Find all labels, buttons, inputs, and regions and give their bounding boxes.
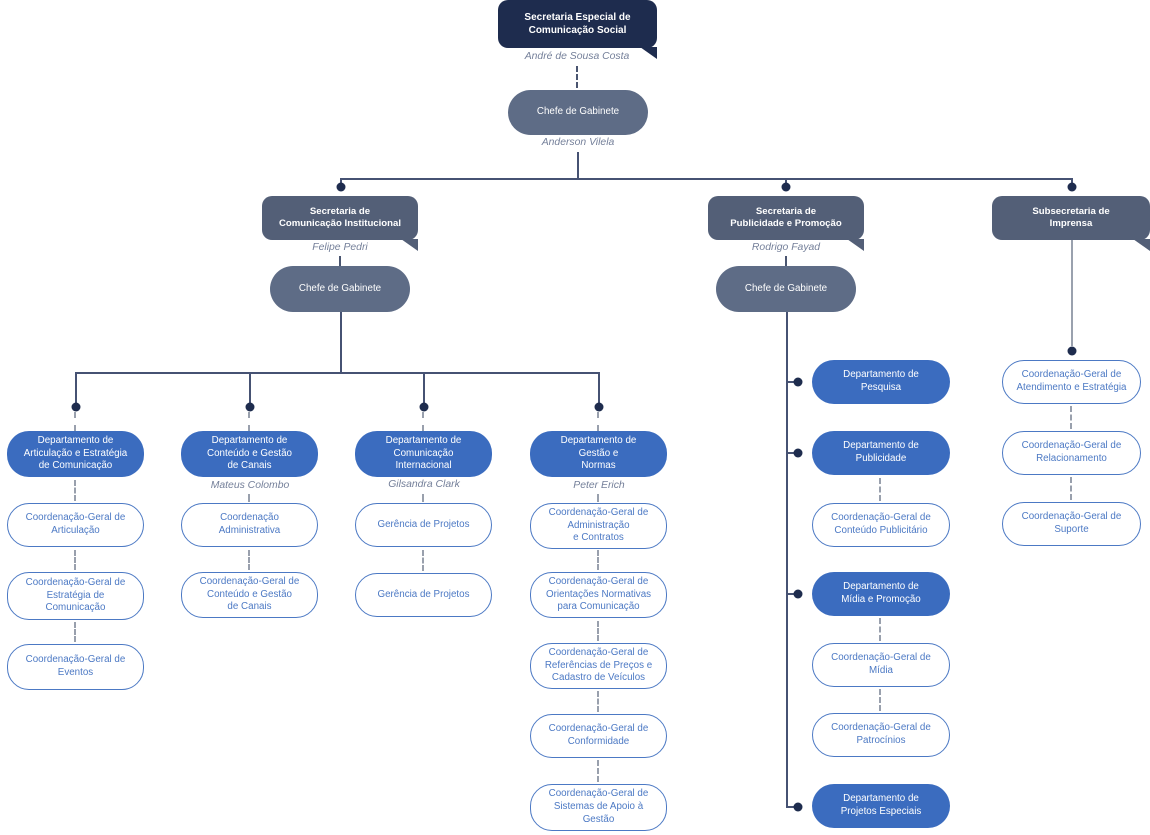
connector-dashed-line (422, 494, 424, 502)
node-dept-pesquisa: Departamento de Pesquisa (812, 360, 950, 404)
connector-dot (793, 802, 802, 812)
connector-dot (1067, 182, 1077, 192)
node-coord-geral-sistemas-apoio-gestao: Coordenação-Geral de Sistemas de Apoio à… (530, 784, 667, 831)
connector-dot (1067, 346, 1077, 355)
connector-dashed-line (879, 689, 881, 711)
node-dept-gestao-normas: Departamento de Gestão e Normas (530, 431, 667, 477)
connector-line (423, 372, 425, 403)
connector-dashed-line (74, 412, 76, 431)
person-dept-internacional: Gilsandra Clark (388, 479, 460, 490)
connector-dashed-line (879, 478, 881, 501)
connector-dot (419, 402, 428, 412)
connector-dot (245, 402, 254, 412)
connector-dashed-line (422, 550, 424, 571)
node-dept-midia-promocao: Departamento de Mídia e Promoção (812, 572, 950, 616)
node-coord-geral-estrategia-comunicacao: Coordenação-Geral de Estratégia de Comun… (7, 572, 144, 620)
connector-dot (336, 182, 345, 192)
node-coord-geral-administracao-contratos: Coordenação-Geral de Administração e Con… (530, 503, 667, 549)
node-chefe-gabinete-principal: Chefe de Gabinete (508, 90, 648, 135)
connector-dashed-line (597, 550, 599, 570)
person-sec-institucional: Felipe Pedri (312, 242, 368, 253)
connector-dashed-line (879, 618, 881, 641)
connector-dashed-line (785, 256, 787, 266)
connector-dashed-line (74, 480, 76, 501)
connector-line (1071, 178, 1073, 184)
connector-dashed-line (1070, 406, 1072, 429)
connector-line (75, 372, 77, 403)
connector-line (786, 381, 797, 383)
node-secretaria-publicidade-promocao: Secretaria de Publicidade e Promoção (708, 196, 864, 240)
connector-dot (793, 377, 802, 387)
connector-dashed-line (248, 494, 250, 502)
node-coord-geral-articulacao: Coordenação-Geral de Articulação (7, 503, 144, 547)
node-coord-geral-relacionamento: Coordenação-Geral de Relacionamento (1002, 431, 1141, 475)
node-coord-geral-conteudo-gestao-canais: Coordenação-Geral de Conteúdo e Gestão d… (181, 572, 318, 618)
node-secretaria-especial-comunicacao-social: Secretaria Especial de Comunicação Socia… (498, 0, 657, 48)
connector-dashed-line (74, 550, 76, 570)
person-root: André de Sousa Costa (524, 51, 630, 62)
person-dept-gestao: Peter Erich (573, 480, 625, 491)
node-coord-geral-patrocinios: Coordenação-Geral de Patrocínios (812, 713, 950, 757)
connector-line (786, 452, 797, 454)
connector-dot (781, 182, 790, 192)
node-dept-comunicacao-internacional: Departamento de Comunicação Internaciona… (355, 431, 492, 477)
connector-dashed-line (576, 66, 578, 88)
connector-dot (793, 589, 802, 599)
person-root-chefe: Anderson Vilela (541, 137, 615, 148)
connector-line (577, 152, 579, 179)
connector-line (340, 178, 1073, 180)
node-chefe-gabinete-publicidade: Chefe de Gabinete (716, 266, 856, 312)
node-dept-conteudo-gestao-canais: Departamento de Conteúdo e Gestão de Can… (181, 431, 318, 477)
node-coord-geral-atendimento-estrategia: Coordenação-Geral de Atendimento e Estra… (1002, 360, 1141, 404)
connector-dashed-line (597, 621, 599, 641)
connector-line (786, 312, 788, 807)
connector-dot (71, 402, 80, 412)
node-coord-geral-conformidade: Coordenação-Geral de Conformidade (530, 714, 667, 758)
connector-dashed-line (597, 760, 599, 782)
connector-dashed-line (339, 256, 341, 266)
node-dept-articulacao-estrategia: Departamento de Articulação e Estratégia… (7, 431, 144, 477)
connector-dashed-line (597, 412, 599, 431)
node-coord-administrativa: Coordenação Administrativa (181, 503, 318, 547)
connector-dashed-line (1070, 477, 1072, 500)
connector-line (786, 806, 797, 808)
node-coord-geral-midia: Coordenação-Geral de Mídia (812, 643, 950, 687)
node-secretaria-comunicacao-institucional: Secretaria de Comunicação Institucional (262, 196, 418, 240)
node-coord-geral-orientacoes-normativas: Coordenação-Geral de Orientações Normati… (530, 572, 667, 618)
connector-dashed-line (248, 550, 250, 570)
connector-line (598, 372, 600, 403)
person-dept-conteudo: Mateus Colombo (210, 480, 290, 491)
connector-dashed-line (597, 691, 599, 712)
connector-dot (594, 402, 603, 412)
connector-line (1071, 240, 1073, 346)
node-chefe-gabinete-institucional: Chefe de Gabinete (270, 266, 410, 312)
connector-line (340, 312, 342, 373)
connector-dashed-line (422, 412, 424, 431)
node-subsecretaria-imprensa: Subsecretaria de Imprensa (992, 196, 1150, 240)
connector-line (786, 593, 797, 595)
connector-line (340, 178, 342, 184)
connector-line (75, 372, 600, 374)
connector-line (249, 372, 251, 403)
connector-line (785, 178, 787, 184)
node-dept-projetos-especiais: Departamento de Projetos Especiais (812, 784, 950, 828)
node-coord-geral-eventos: Coordenação-Geral de Eventos (7, 644, 144, 690)
connector-dashed-line (248, 412, 250, 431)
connector-dashed-line (74, 622, 76, 642)
node-coord-geral-referencias-precos: Coordenação-Geral de Referências de Preç… (530, 643, 667, 689)
node-coord-geral-conteudo-publicitario: Coordenação-Geral de Conteúdo Publicitár… (812, 503, 950, 547)
node-dept-publicidade: Departamento de Publicidade (812, 431, 950, 475)
connector-dot (793, 448, 802, 458)
connector-dashed-line (597, 494, 599, 502)
node-coord-geral-suporte: Coordenação-Geral de Suporte (1002, 502, 1141, 546)
person-sec-publicidade: Rodrigo Fayad (751, 242, 821, 253)
node-gerencia-projetos-2: Gerência de Projetos (355, 573, 492, 617)
node-gerencia-projetos-1: Gerência de Projetos (355, 503, 492, 547)
